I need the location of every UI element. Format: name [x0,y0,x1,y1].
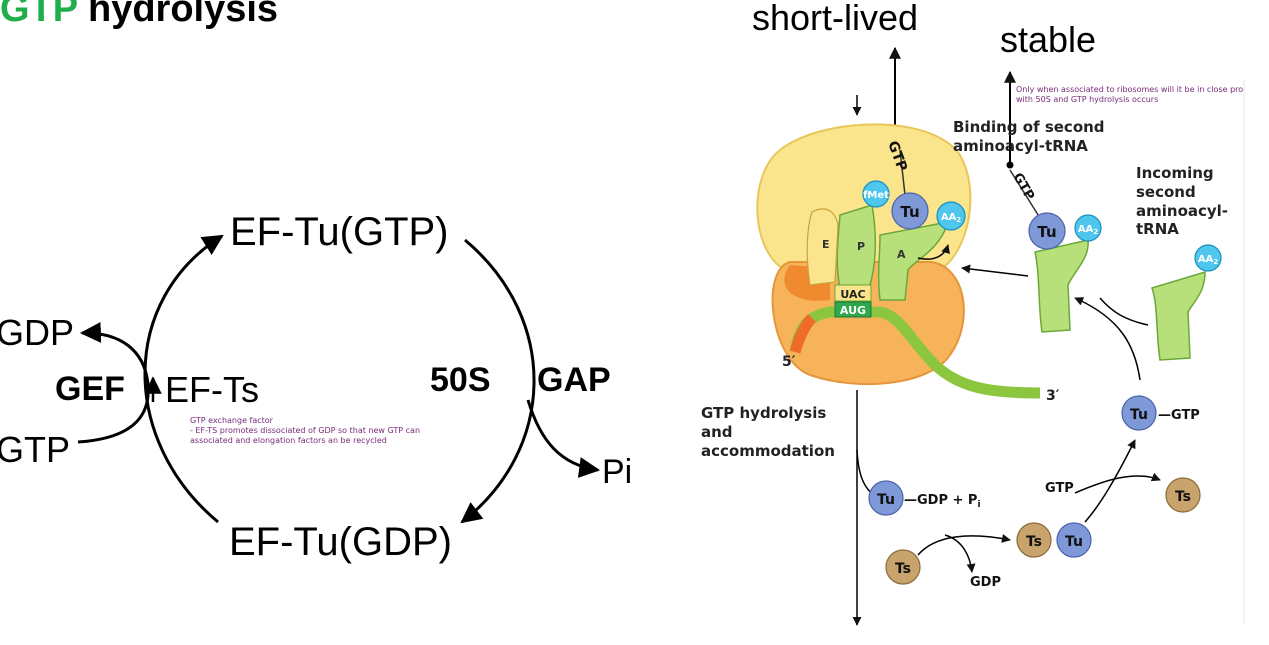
incoming-label-line1: Incoming [1136,164,1214,182]
trna-incoming [1151,270,1206,361]
trna-mid [1034,239,1089,333]
aa2-text-mid: AA2 [1078,224,1098,236]
incoming-merge-arrow [1099,297,1149,326]
tu-sphere-complex [1056,522,1092,558]
binding-label-line1: Binding of second [953,118,1105,136]
incoming-label-line4: tRNA [1136,220,1179,239]
ts-text-free: Ts [895,561,911,577]
stable-note-line2: with 50S and GTP hydrolysis occurs [1016,95,1159,104]
tu-text-ribosome: Tu [900,203,919,221]
trna-a-site [877,221,950,301]
tu-text-complex: Tu [1065,534,1083,550]
gef-note-line1: GTP exchange factor [190,416,273,425]
stable-note-line1: Only when associated to ribosomes will i… [1016,85,1244,94]
tu-text-gdp: Tu [877,492,895,508]
tu-sphere-mid [1028,212,1066,250]
mrna-5prime [789,314,817,354]
binding-label: Binding of second aminoacyl-tRNA [953,118,1105,156]
site-e-label: E [822,238,830,251]
tu-text-mid: Tu [1037,223,1056,241]
hydrolysis-label-line2: and [701,422,733,441]
mid-tu-link [1009,169,1041,219]
gdp-pi-text: —GDP + Pi [904,493,981,510]
gdp-bottom-text: GDP [970,575,1001,590]
gtp-label: GTP [0,429,71,470]
merge-arrow [1074,297,1141,381]
fmet-text: fMet [863,190,889,201]
ts-text-complex: Ts [1026,534,1042,550]
site-a-label: A [897,248,906,261]
short-lived-label: short-lived [752,0,919,38]
aa2-sphere-mid [1074,214,1102,242]
incoming-label-line2: second [1136,182,1196,201]
ts-sphere-free [885,549,921,585]
aa2-text-ribosome: AA2 [941,212,961,224]
gap-label: GAP [537,361,611,399]
page-title: GTP hydrolysis [0,0,278,31]
cycle-right-arc [460,238,536,524]
title-rest: hydrolysis [77,0,279,30]
five-prime-label: 5′ [782,354,796,370]
incoming-label: Incoming second aminoacyl- tRNA [1136,164,1228,239]
incoming-label-line3: aminoacyl- [1136,201,1229,220]
ef-ts-label: EF-Ts [165,369,259,410]
binding-arrow [961,264,1029,277]
tu-sphere-gdp [868,480,904,516]
stable-note: Only when associated to ribosomes will i… [1016,85,1243,105]
mrna-strand [789,306,1041,399]
stable-label: stable [1000,19,1097,60]
ts-text-released: Ts [1175,489,1191,505]
50s-label: 50S [430,361,491,399]
pi-release-arrow [526,399,601,478]
title-prefix: GTP [0,0,78,30]
hydrolysis-label-line1: GTP hydrolysis [701,404,827,422]
gtp-text-mid: GTP [1010,171,1037,203]
site-p-label: P [857,240,865,253]
anticodon-text: UAC [840,288,865,301]
ef-tu-gtp-label: EF-Tu(GTP) [230,210,449,254]
ts-sphere-complex [1016,522,1052,558]
aa2-sphere-ribosome [936,201,966,231]
codon-text: AUG [840,304,866,317]
gef-note: GTP exchange factor - EF-TS promotes dis… [190,416,420,446]
ts-binding-arrow [917,534,1011,556]
ts-out-arrow [1074,472,1161,494]
aa2-sphere-incoming [1194,244,1222,272]
fmet-sphere [862,180,890,208]
gtp-in-arrow [1084,439,1136,523]
gdp-release-arrow [944,534,976,573]
ts-sphere-released [1165,477,1201,513]
aa2-text-incoming: AA2 [1198,254,1218,266]
gef-note-line3: associated and elongation factors an be … [190,436,387,445]
hydrolysis-label: GTP hydrolysis and accommodation [701,404,835,460]
gtp-mid-text: GTP [1045,481,1074,496]
tu-text-gtp: Tu [1130,407,1148,423]
anticodon-box [834,284,872,302]
gef-label: GEF [55,370,125,408]
gtp-right-text: —GTP [1158,408,1200,423]
accommodation-arrow [917,244,950,260]
tu-sphere-ribosome [891,192,929,230]
e-site [806,208,839,286]
codon-box [834,301,872,318]
hydrolysis-label-line3: accommodation [701,441,835,460]
tu-sphere-gtp [1121,395,1157,431]
three-prime-label: 3′ [1046,388,1060,404]
ribo-tu-link [899,149,906,196]
gef-note-line2: - EF-TS promotes dissociated of GDP so t… [190,426,421,435]
ef-tu-gdp-label: EF-Tu(GDP) [229,520,452,564]
gdp-label: GDP [0,312,75,353]
binding-label-line2: aminoacyl-tRNA [953,136,1088,155]
stable-anchor [1006,161,1014,169]
pi-label: Pi [602,453,633,491]
